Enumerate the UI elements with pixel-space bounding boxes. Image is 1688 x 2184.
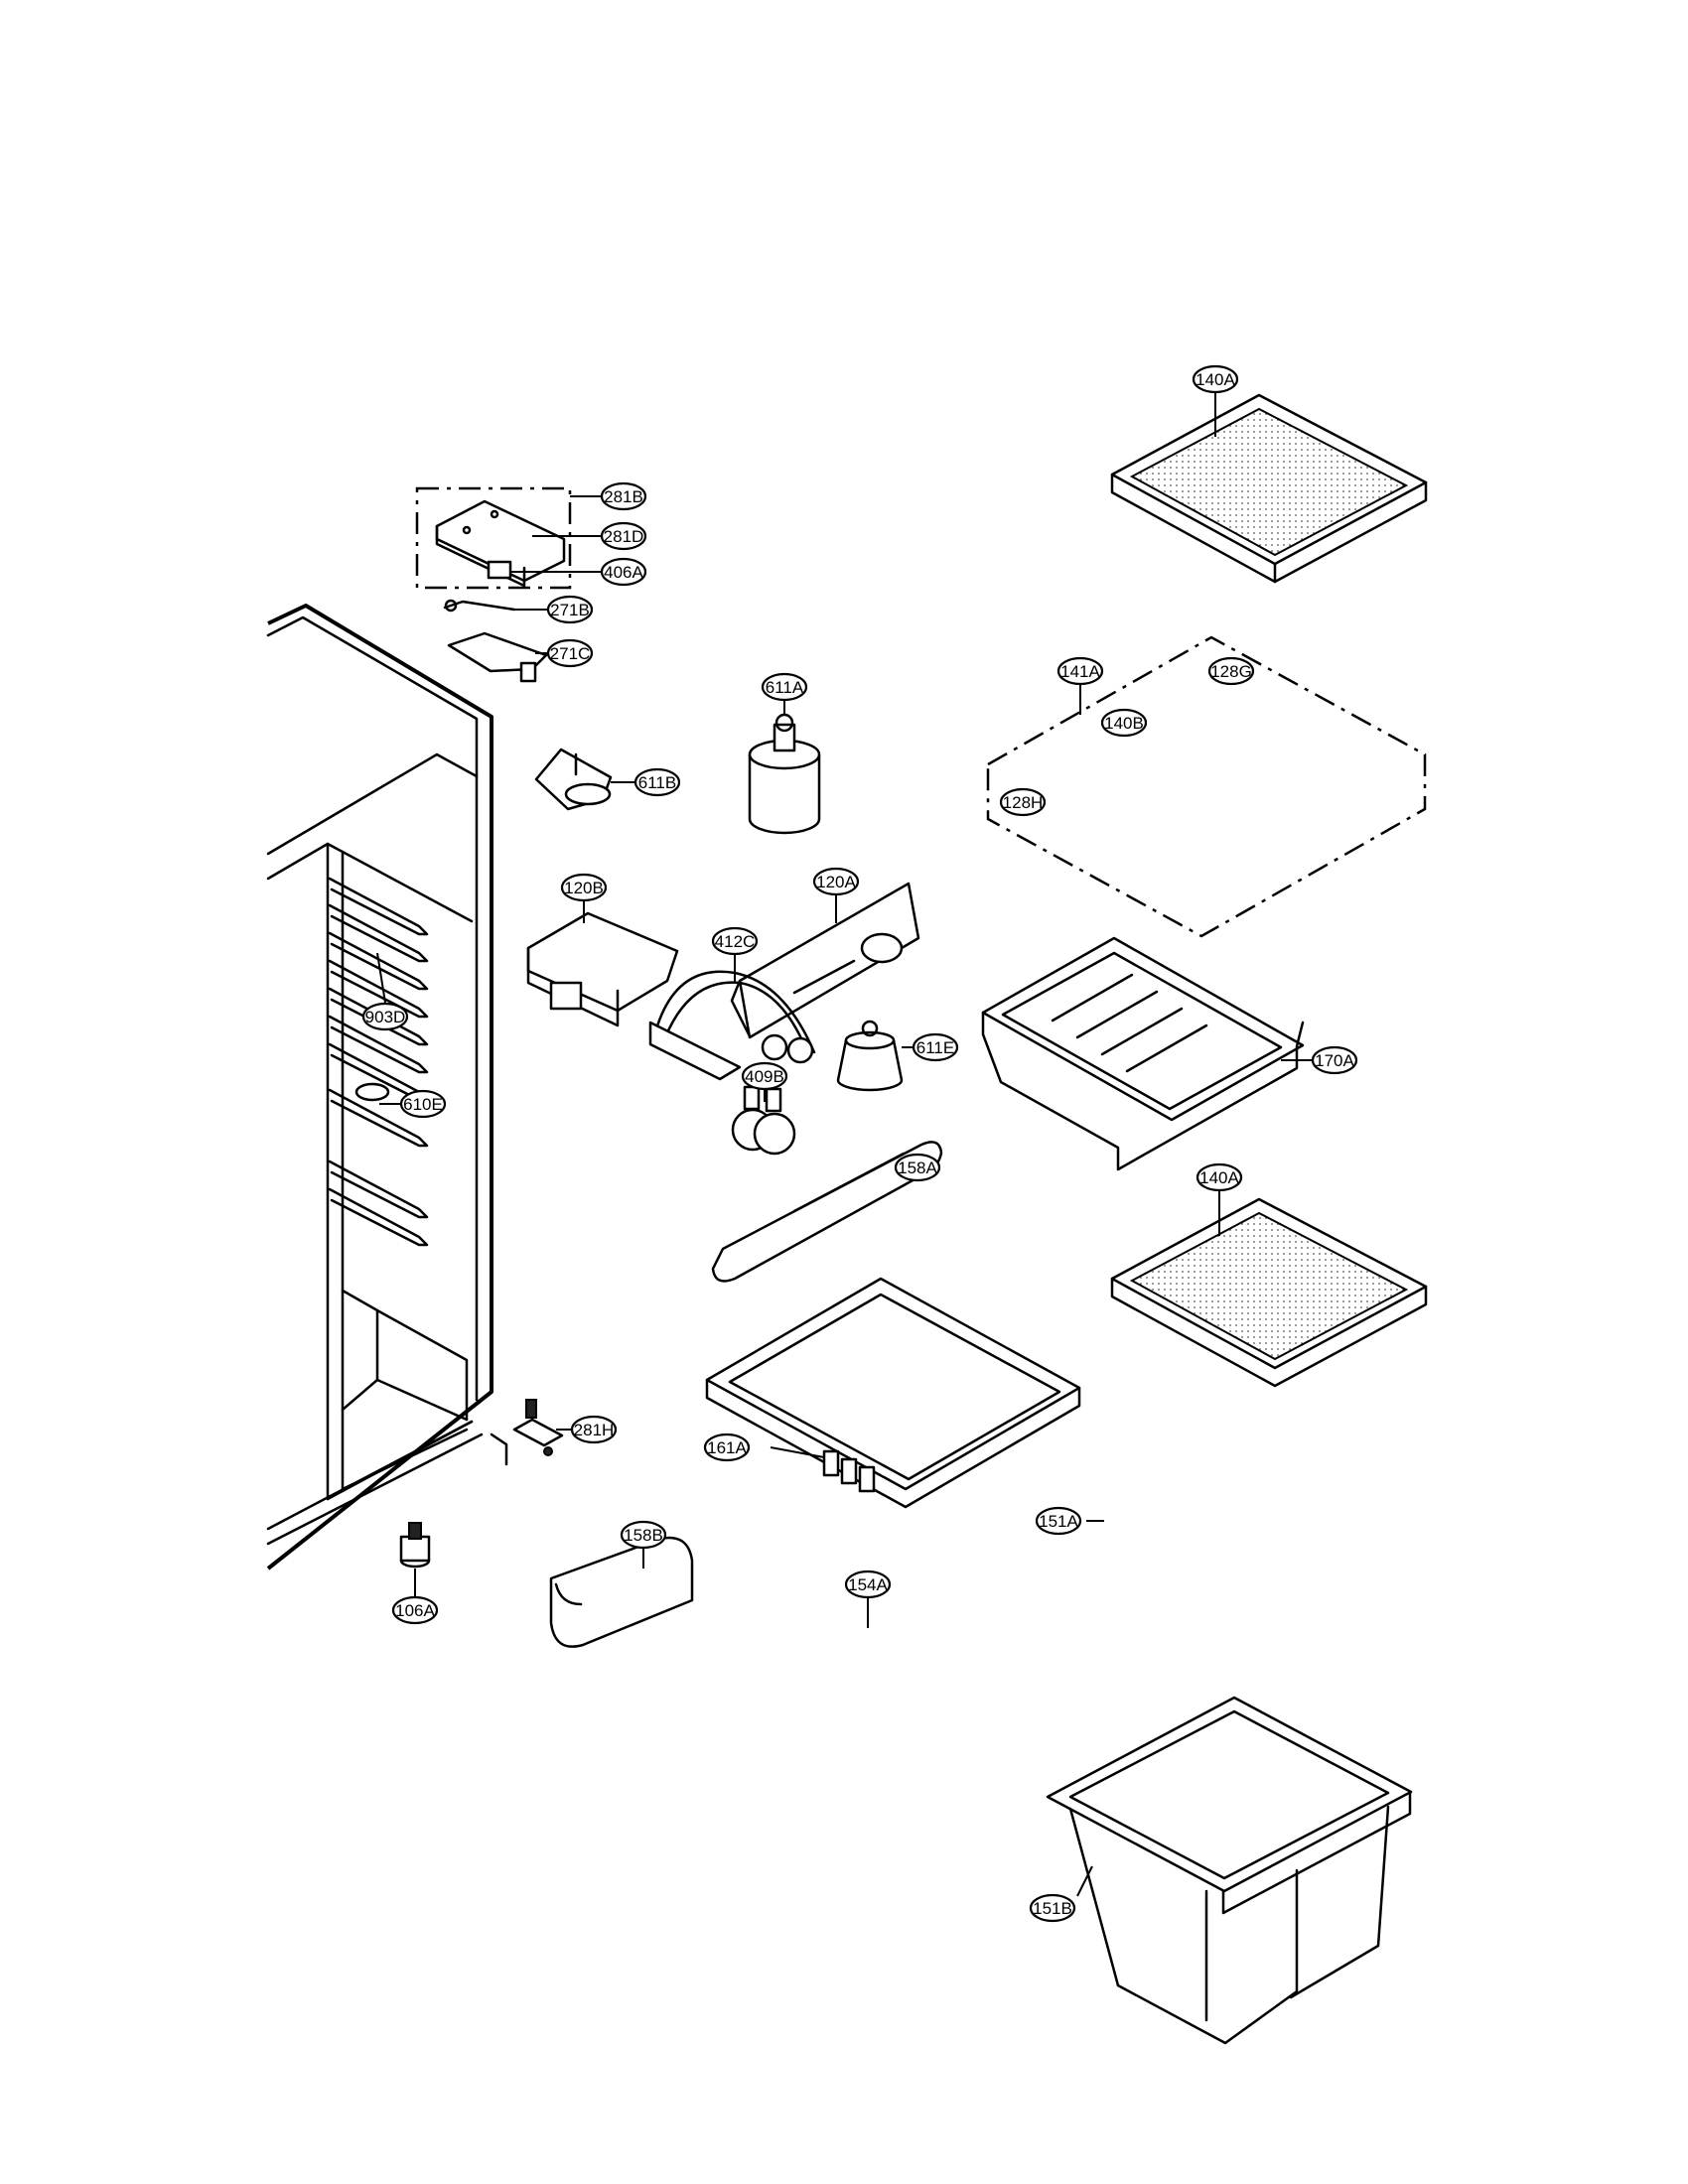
callout-903D: 903D <box>361 1002 409 1031</box>
svg-text:120B: 120B <box>564 879 604 897</box>
glass-shelf-161A <box>705 1277 1081 1509</box>
svg-text:158A: 158A <box>898 1159 937 1177</box>
svg-text:170A: 170A <box>1315 1051 1354 1070</box>
svg-text:154A: 154A <box>848 1575 888 1594</box>
hinge-part-281H <box>512 1399 564 1456</box>
svg-text:406A: 406A <box>604 563 643 582</box>
callout-128G: 128G <box>1207 656 1255 686</box>
callout-611E: 611E <box>912 1032 959 1062</box>
svg-text:140A: 140A <box>1196 370 1235 389</box>
callout-labels: 140A 281B 281D 406A 271B 271C 611A 141A <box>361 364 1358 1923</box>
callout-154A: 154A <box>844 1570 892 1599</box>
lamp-housing-120B <box>526 911 679 1027</box>
lamp-cover-120A <box>730 882 920 1039</box>
svg-text:151B: 151B <box>1033 1899 1072 1918</box>
leveling-foot-106A <box>399 1522 431 1569</box>
svg-text:611B: 611B <box>638 773 676 792</box>
svg-text:281H: 281H <box>574 1421 615 1439</box>
water-filter-611A <box>748 713 821 835</box>
callout-281B: 281B <box>600 481 647 511</box>
callout-120A: 120A <box>812 867 860 896</box>
cover-part-158B <box>549 1536 694 1648</box>
door-shelf-rails <box>328 877 429 1247</box>
svg-text:610E: 610E <box>403 1095 443 1114</box>
filter-head-611B <box>534 748 613 811</box>
svg-text:409B: 409B <box>745 1067 784 1086</box>
callout-611B: 611B <box>633 767 681 797</box>
callout-161A: 161A <box>703 1433 751 1462</box>
cap-part-611E <box>836 1020 904 1092</box>
callout-106A: 106A <box>391 1595 439 1625</box>
svg-text:161A: 161A <box>707 1438 747 1457</box>
callout-151A: 151A <box>1035 1506 1082 1536</box>
callout-140A-lower: 140A <box>1196 1162 1243 1192</box>
callout-409B: 409B <box>741 1061 788 1091</box>
svg-text:141A: 141A <box>1060 662 1100 681</box>
svg-text:120A: 120A <box>816 873 856 891</box>
svg-text:128H: 128H <box>1003 793 1044 812</box>
callout-271B: 271B <box>546 595 594 624</box>
svg-text:140A: 140A <box>1199 1168 1239 1187</box>
callout-170A: 170A <box>1311 1045 1358 1075</box>
svg-text:903D: 903D <box>365 1008 406 1026</box>
callout-140B: 140B <box>1100 708 1148 738</box>
callout-141A: 141A <box>1056 656 1104 686</box>
svg-text:412C: 412C <box>715 932 756 951</box>
callout-158B: 158B <box>620 1520 667 1550</box>
sensor-part-271B <box>443 599 516 613</box>
svg-text:271B: 271B <box>550 601 590 619</box>
svg-text:106A: 106A <box>395 1601 435 1620</box>
svg-text:281B: 281B <box>604 487 643 506</box>
bracket-part-271C <box>447 631 548 683</box>
svg-text:611A: 611A <box>766 678 804 697</box>
svg-text:140B: 140B <box>1104 714 1144 733</box>
svg-text:158B: 158B <box>624 1526 663 1545</box>
callout-158A: 158A <box>894 1153 941 1182</box>
shelf-assembly-141A-outline <box>986 635 1427 938</box>
control-box-assembly-281B <box>415 486 572 590</box>
svg-text:611E: 611E <box>916 1038 954 1057</box>
svg-text:128G: 128G <box>1210 662 1252 681</box>
callout-281H: 281H <box>570 1415 618 1444</box>
callout-406A: 406A <box>600 557 647 587</box>
leader-lines <box>376 391 1313 1897</box>
refrigerator-cabinet <box>266 604 508 1570</box>
callout-120B: 120B <box>560 873 608 902</box>
callout-412C: 412C <box>711 926 759 956</box>
callout-281D: 281D <box>600 521 647 551</box>
glass-shelf-140A-top <box>1110 393 1428 584</box>
svg-text:281D: 281D <box>604 527 644 546</box>
light-bulbs-409B <box>731 1085 796 1156</box>
svg-text:151A: 151A <box>1039 1512 1078 1531</box>
glass-shelf-140A-lower <box>1110 1197 1428 1388</box>
callout-140A-top: 140A <box>1192 364 1239 394</box>
callout-611A: 611A <box>761 672 808 702</box>
drawer-bin-151B <box>1046 1696 1413 2045</box>
wire-harness-412C <box>648 970 816 1081</box>
callout-151B: 151B <box>1029 1893 1076 1923</box>
callout-271C: 271C <box>546 638 594 668</box>
svg-text:271C: 271C <box>550 644 591 663</box>
crisper-drawer-170A <box>981 936 1305 1171</box>
callout-128H: 128H <box>999 787 1047 817</box>
callout-610E: 610E <box>399 1089 447 1119</box>
